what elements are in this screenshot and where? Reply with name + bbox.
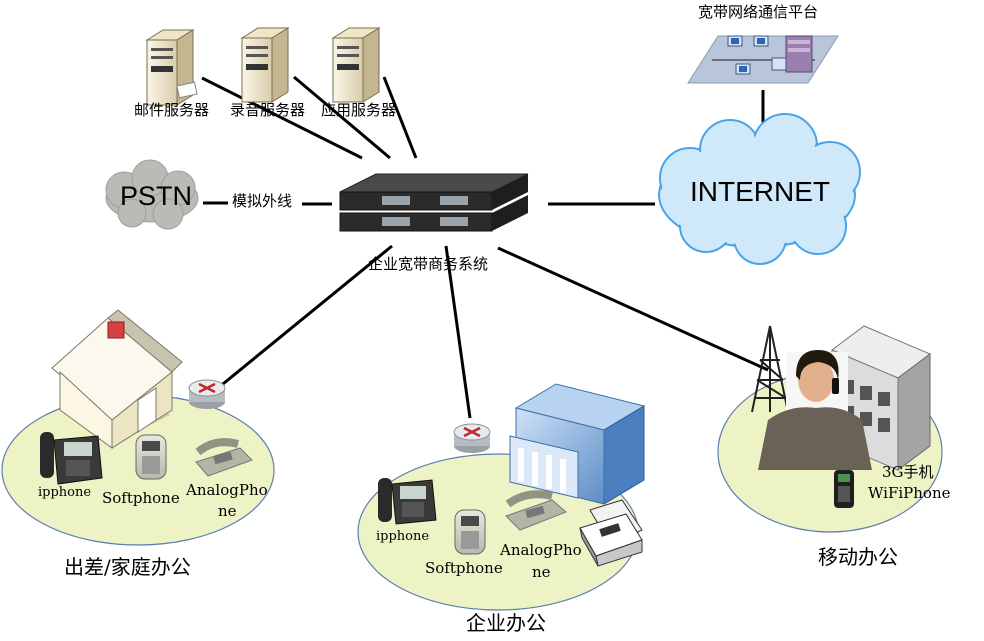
application-server-icon: [331, 27, 381, 103]
enterprise-ipphone-label: ipphone: [376, 529, 430, 544]
mobile-wifi-label: WiFiPhone: [868, 484, 951, 502]
home-office-title: 出差/家庭办公: [64, 555, 191, 579]
home-softphone-icon: [135, 434, 167, 480]
platform-label: 宽带网络通信平台: [698, 3, 819, 21]
home-router-icon: [188, 379, 226, 409]
cell-tower-icon: [751, 325, 789, 413]
3g-phone-icon: [834, 470, 854, 508]
recording-server-icon: [240, 27, 290, 103]
home-analogphone-label-1: AnalogPho: [186, 481, 268, 499]
fax-machine-icon: [579, 499, 643, 567]
mail-server-label: 邮件服务器: [134, 101, 210, 119]
house-icon: [51, 309, 183, 449]
analog-line-label: 模拟外线: [232, 192, 293, 210]
pstn-label: PSTN: [120, 181, 193, 211]
enterprise-analogphone-label-2: ne: [532, 563, 551, 581]
enterprise-office-title: 企业办公: [466, 611, 546, 635]
enterprise-ipphone-icon: [378, 478, 437, 525]
application-server-label: 应用服务器: [321, 101, 397, 119]
core-system-label: 企业宽带商务系统: [368, 255, 489, 273]
enterprise-softphone-label: Softphone: [425, 559, 503, 577]
enterprise-softphone-icon: [454, 509, 486, 555]
pstn-cloud-icon: [105, 159, 199, 230]
enterprise-analogphone-label-1: AnalogPho: [500, 541, 582, 559]
connection-lines: [201, 75, 769, 419]
core-switch-icon: [339, 173, 529, 232]
recording-server-label: 录音服务器: [230, 101, 306, 119]
enterprise-building-icon: [509, 383, 646, 505]
internet-label: INTERNET: [690, 176, 830, 207]
home-ipphone-label: ipphone: [38, 485, 92, 500]
mail-server-icon: [145, 29, 198, 106]
home-softphone-label: Softphone: [102, 489, 180, 507]
home-analogphone-label-2: ne: [218, 502, 237, 520]
business-woman-photo: [758, 350, 872, 470]
mobile-office-title: 移动办公: [818, 545, 898, 569]
broadband-platform-icon: [687, 35, 839, 84]
home-analogphone-icon: [195, 438, 253, 477]
enterprise-analogphone-icon: [505, 490, 567, 531]
mobile-3g-label: 3G手机: [882, 463, 934, 481]
enterprise-router-icon: [453, 423, 491, 453]
home-ipphone-icon: [40, 432, 103, 485]
